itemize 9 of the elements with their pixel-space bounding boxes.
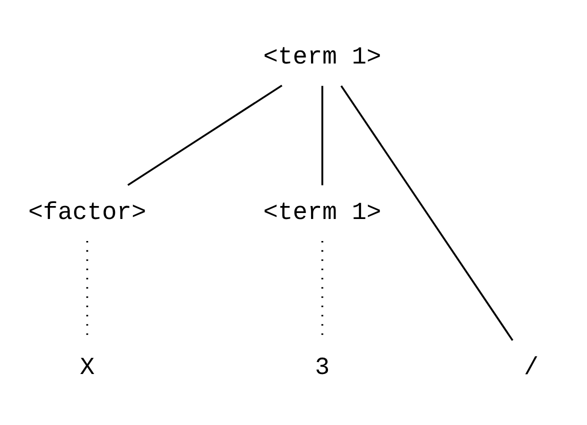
node-text: X [80, 354, 95, 382]
node-text: <factor> [28, 199, 146, 226]
node-text: <term 1> [263, 199, 382, 226]
connector [127, 84, 282, 186]
node-text: <term 1> [263, 44, 382, 72]
node-text: / [524, 354, 539, 382]
connector [321, 85, 324, 185]
connector [340, 84, 514, 340]
node-text: 3 [314, 354, 330, 382]
